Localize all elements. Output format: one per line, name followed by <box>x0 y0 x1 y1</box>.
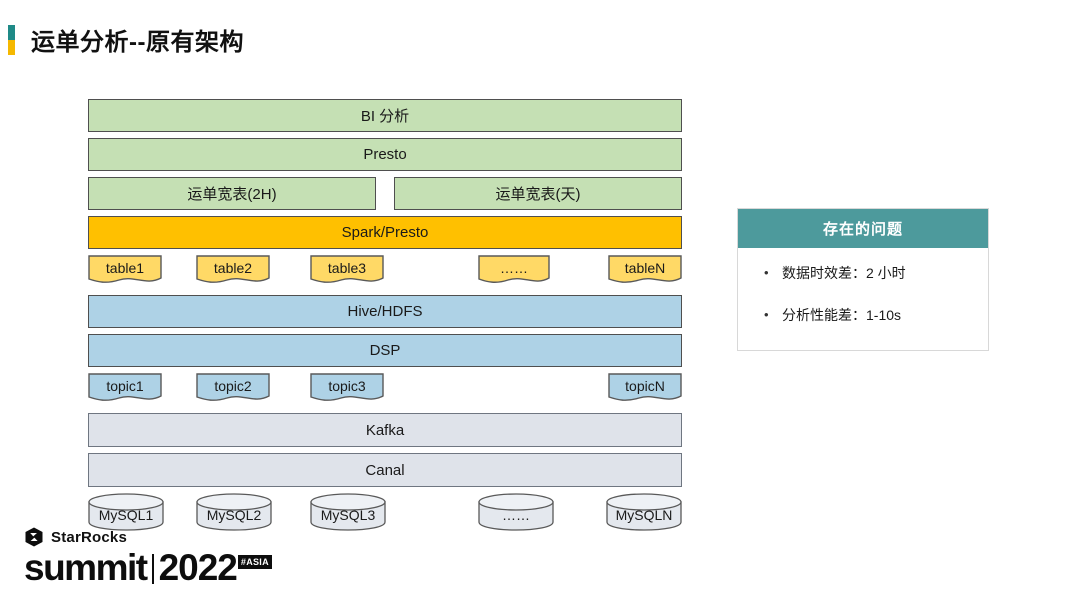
layer-kafka: Kafka <box>88 413 682 447</box>
db-label: MySQLN <box>615 507 673 523</box>
layer-canal: Canal <box>88 453 682 487</box>
database-cylinder-icon <box>478 493 554 531</box>
wide-table-gap <box>376 177 394 210</box>
database-shape-row: MySQL1 MySQL2 MySQL3 …… <box>88 493 682 533</box>
problem-text: 数据时效差：2 小时 <box>782 265 906 281</box>
layer-wide-table-day: 运单宽表(天) <box>394 177 682 210</box>
document-shape-icon <box>196 373 270 401</box>
doc-label: …… <box>500 259 528 276</box>
topic-shape-row: topic1 topic2 topic3 topicN <box>88 373 682 407</box>
doc-label: topic2 <box>214 377 252 394</box>
logo-divider <box>151 554 154 584</box>
doc-topicN: topicN <box>608 373 682 403</box>
doc-topic2: topic2 <box>196 373 270 403</box>
document-shape-icon <box>88 373 162 401</box>
document-shape-icon <box>88 255 162 283</box>
db-mysql3: MySQL3 <box>310 493 386 531</box>
problem-item: • 数据时效差：2 小时 <box>764 264 988 282</box>
db-mysqlN: MySQLN <box>606 493 682 531</box>
page-title-text: 运单分析--原有架构 <box>31 29 244 56</box>
document-shape-icon <box>608 373 682 401</box>
doc-label: table3 <box>327 259 367 276</box>
doc-label: topicN <box>625 377 665 394</box>
bullet-icon: • <box>764 265 769 280</box>
db-mysql1: MySQL1 <box>88 493 164 531</box>
bullet-icon: • <box>764 307 769 322</box>
database-cylinder-icon <box>310 493 386 531</box>
doc-topic1: topic1 <box>88 373 162 403</box>
document-shape-icon <box>608 255 682 283</box>
db-mysql2: MySQL2 <box>196 493 272 531</box>
db-label: …… <box>502 507 530 523</box>
doc-table3: table3 <box>310 255 384 285</box>
doc-label: topic3 <box>328 377 366 394</box>
summit-year: 2022 <box>158 547 238 588</box>
document-shape-icon <box>310 373 384 401</box>
doc-label: tableN <box>624 259 666 276</box>
summit-row: summit 2022 #ASIA <box>24 549 272 587</box>
db-label: MySQL3 <box>320 507 376 523</box>
problem-item: • 分析性能差：1-10s <box>764 306 988 324</box>
layer-hive-hdfs: Hive/HDFS <box>88 295 682 328</box>
doc-table2: table2 <box>196 255 270 285</box>
doc-tableN: tableN <box>608 255 682 285</box>
title-marker-bottom <box>8 39 15 55</box>
document-shape-icon <box>478 255 550 283</box>
layer-presto: Presto <box>88 138 682 171</box>
problem-text: 分析性能差：1-10s <box>782 307 902 323</box>
db-label: MySQL1 <box>98 507 154 523</box>
doc-topic3: topic3 <box>310 373 384 403</box>
doc-table-ellipsis: …… <box>478 255 550 285</box>
database-cylinder-icon <box>606 493 682 531</box>
database-cylinder-icon <box>196 493 272 531</box>
doc-table1: table1 <box>88 255 162 285</box>
footer-logo: StarRocks summit 2022 #ASIA <box>24 526 272 587</box>
brand-row: StarRocks <box>24 526 272 548</box>
layer-dsp: DSP <box>88 334 682 367</box>
summit-word: summit <box>24 547 148 588</box>
page-title: 运单分析--原有架构 <box>8 22 244 57</box>
wide-table-row: 运单宽表(2H) 运单宽表(天) <box>88 177 682 210</box>
brand-name: StarRocks <box>51 528 128 546</box>
starrocks-logo-icon <box>25 527 43 547</box>
problems-panel-body: • 数据时效差：2 小时 • 分析性能差：1-10s <box>738 248 988 350</box>
layer-wide-table-2h: 运单宽表(2H) <box>88 177 376 210</box>
document-shape-icon <box>310 255 384 283</box>
db-ellipsis: …… <box>478 493 554 531</box>
database-cylinder-icon <box>88 493 164 531</box>
layer-spark-presto: Spark/Presto <box>88 216 682 249</box>
title-marker-icon <box>8 24 15 55</box>
problems-panel-header: 存在的问题 <box>738 209 988 248</box>
problems-panel: 存在的问题 • 数据时效差：2 小时 • 分析性能差：1-10s <box>737 208 989 351</box>
asia-badge: #ASIA <box>237 555 272 569</box>
doc-label: table1 <box>105 259 145 276</box>
architecture-diagram: BI 分析 Presto 运单宽表(2H) 运单宽表(天) Spark/Pres… <box>88 99 682 539</box>
doc-label: table2 <box>213 259 253 276</box>
db-label: MySQL2 <box>206 507 262 523</box>
title-marker-top <box>8 24 15 40</box>
document-shape-icon <box>196 255 270 283</box>
doc-label: topic1 <box>106 377 144 394</box>
table-shape-row: table1 table2 table3 …… tableN <box>88 255 682 289</box>
layer-bi-analysis: BI 分析 <box>88 99 682 132</box>
